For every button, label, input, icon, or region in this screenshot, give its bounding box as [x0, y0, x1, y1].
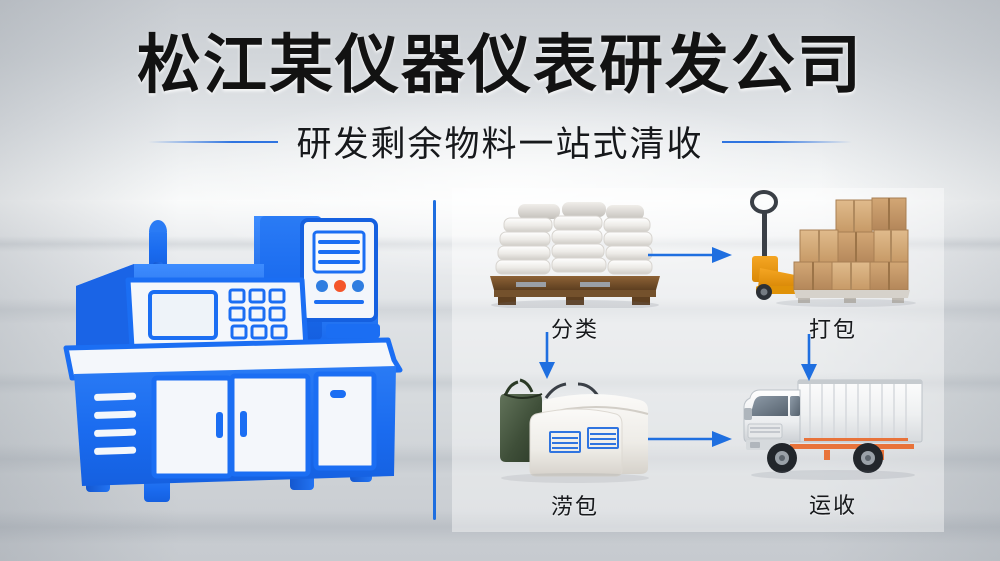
- flow-arrow-bag-to-ship: [648, 430, 734, 453]
- vertical-blue-divider: [433, 200, 436, 520]
- flow-arrow-sort-to-pack: [648, 246, 734, 269]
- flow-step-label-pack: 打包: [808, 317, 857, 342]
- cnc-instrument-machine-illustration: [58, 198, 428, 508]
- flow-step-sort[interactable]: 分类: [470, 198, 680, 344]
- flow-step-label-sort: 分类: [550, 317, 599, 342]
- flow-step-ship[interactable]: 运收: [728, 372, 938, 520]
- flow-arrow-sort-to-bag: [538, 332, 556, 385]
- stacked-white-sacks-on-pallet-image: [470, 198, 680, 308]
- pallet-jack-with-cardboard-boxes-image: [728, 190, 938, 308]
- flow-arrow-pack-to-ship: [800, 334, 818, 387]
- flow-step-label-ship: 运收: [808, 493, 857, 518]
- page-title: 松江某仪器仪表研发公司: [137, 29, 863, 101]
- flow-step-pack[interactable]: 打包: [728, 190, 938, 344]
- decorative-rule-right: [721, 140, 852, 143]
- flow-step-bag[interactable]: 涝包: [470, 370, 680, 521]
- page-subtitle: 研发剩余物料一站式清收: [296, 125, 704, 164]
- decorative-rule-left: [148, 140, 279, 143]
- flow-step-label-bag: 涝包: [550, 494, 599, 519]
- green-and-white-woven-bags-image: [470, 370, 680, 485]
- white-box-truck-image: [728, 372, 938, 484]
- subtitle-row: 研发剩余物料一站式清收: [0, 116, 1000, 167]
